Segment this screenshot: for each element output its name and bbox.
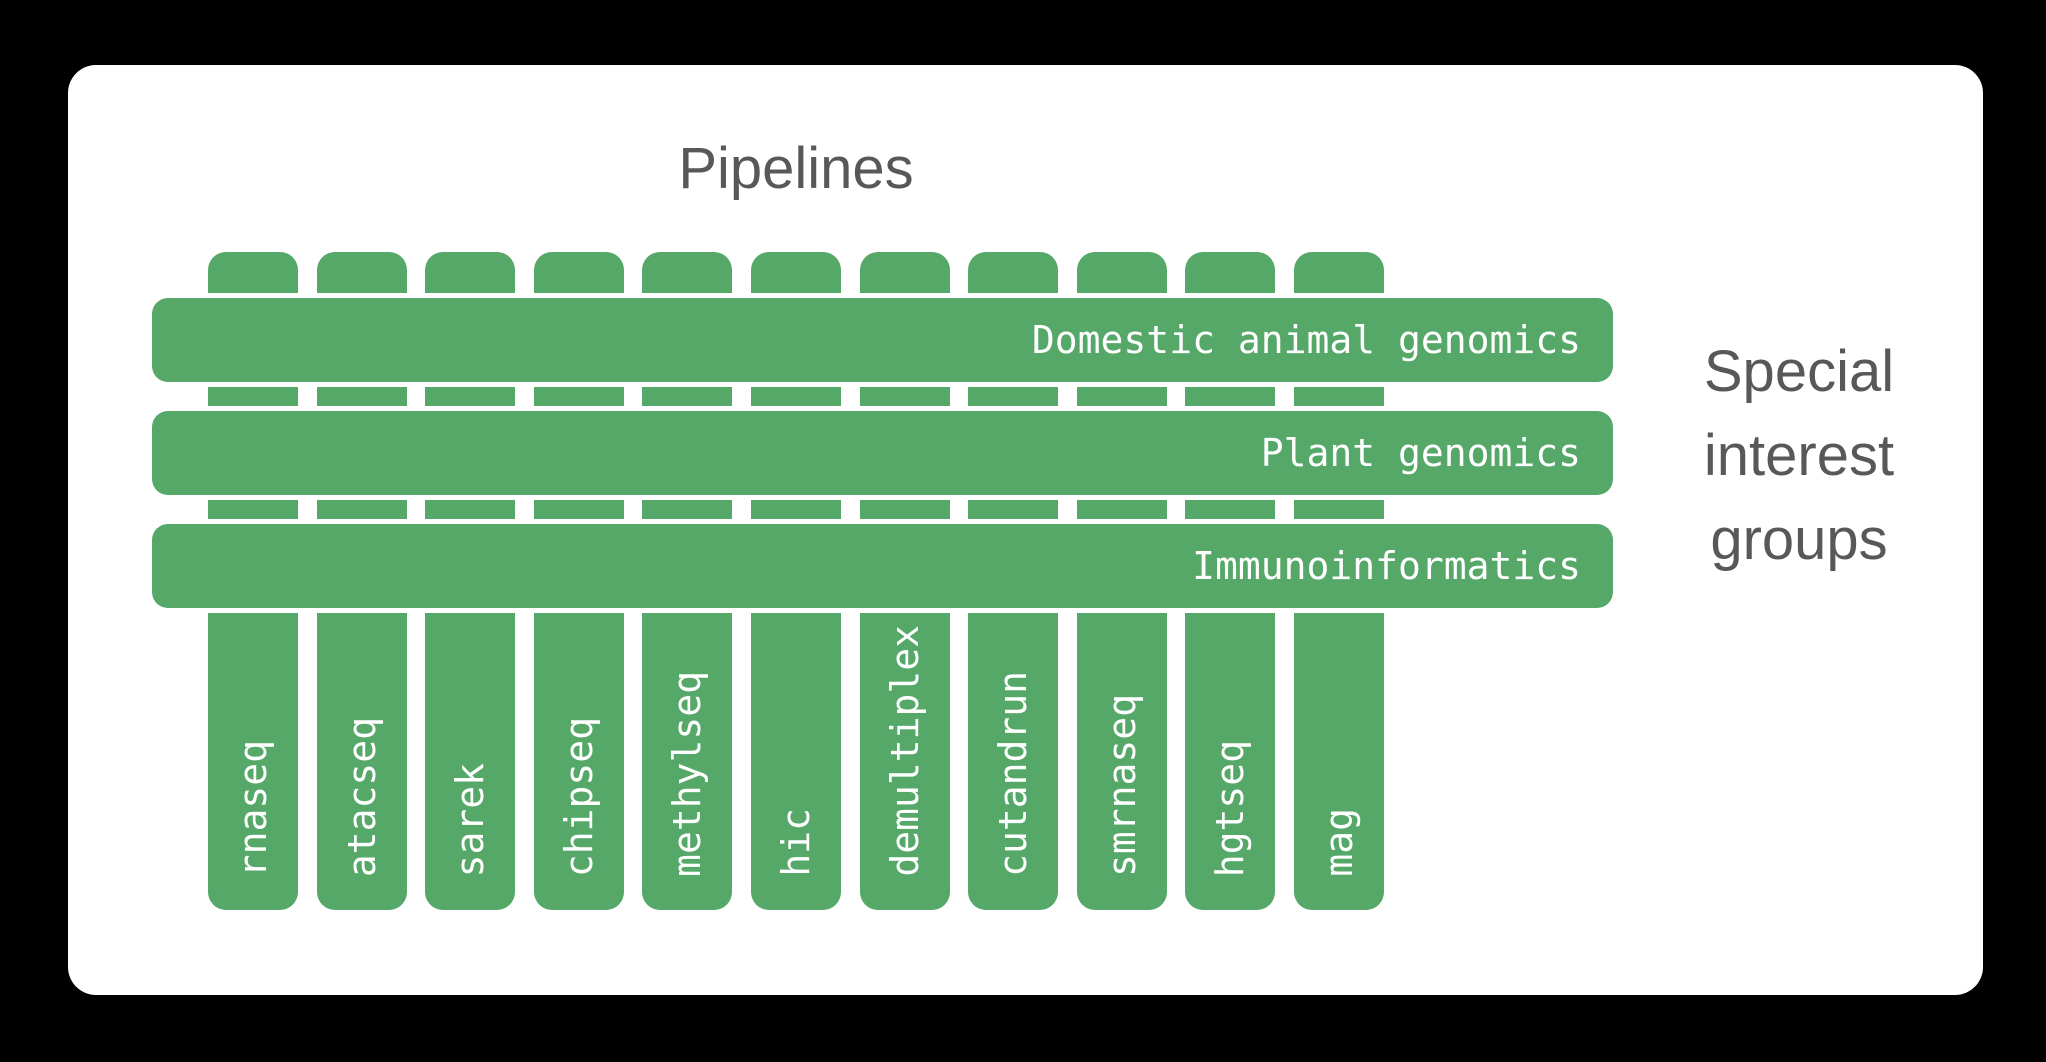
pipeline-label: rnaseq [231,739,275,877]
pipeline-label: hgtseq [1208,739,1252,877]
sig-label: Plant genomics [1260,431,1581,475]
pipeline-label: cutandrun [991,671,1035,877]
pipeline-label: atacseq [340,716,384,877]
pipeline-label: methylseq [665,671,709,877]
sig-title-line-2: interest [1703,423,1895,488]
pipeline-label: smrnaseq [1100,693,1144,877]
sig-title-line-1: Special [1703,339,1895,404]
sig-label: Immunoinformatics [1192,544,1581,588]
pipeline-label: chipseq [557,716,601,877]
sig-title-line-3: groups [1710,507,1888,572]
sig-label: Domestic animal genomics [1031,318,1581,362]
diagram-card: Pipelines Special interest groups rnaseq… [68,65,1983,995]
sig-bar-plant-genomics: Plant genomics [152,411,1613,495]
pipeline-label: hic [774,808,818,877]
pipelines-title: Pipelines [678,136,914,201]
special-interest-groups-title: Special interest groups [1613,330,1985,582]
sig-bar-immunoinformatics: Immunoinformatics [152,524,1613,608]
pipeline-label: sarek [448,762,492,877]
pipeline-label: mag [1317,808,1361,877]
pipeline-label: demultiplex [883,625,927,877]
sig-bar-domestic-animal-genomics: Domestic animal genomics [152,298,1613,382]
